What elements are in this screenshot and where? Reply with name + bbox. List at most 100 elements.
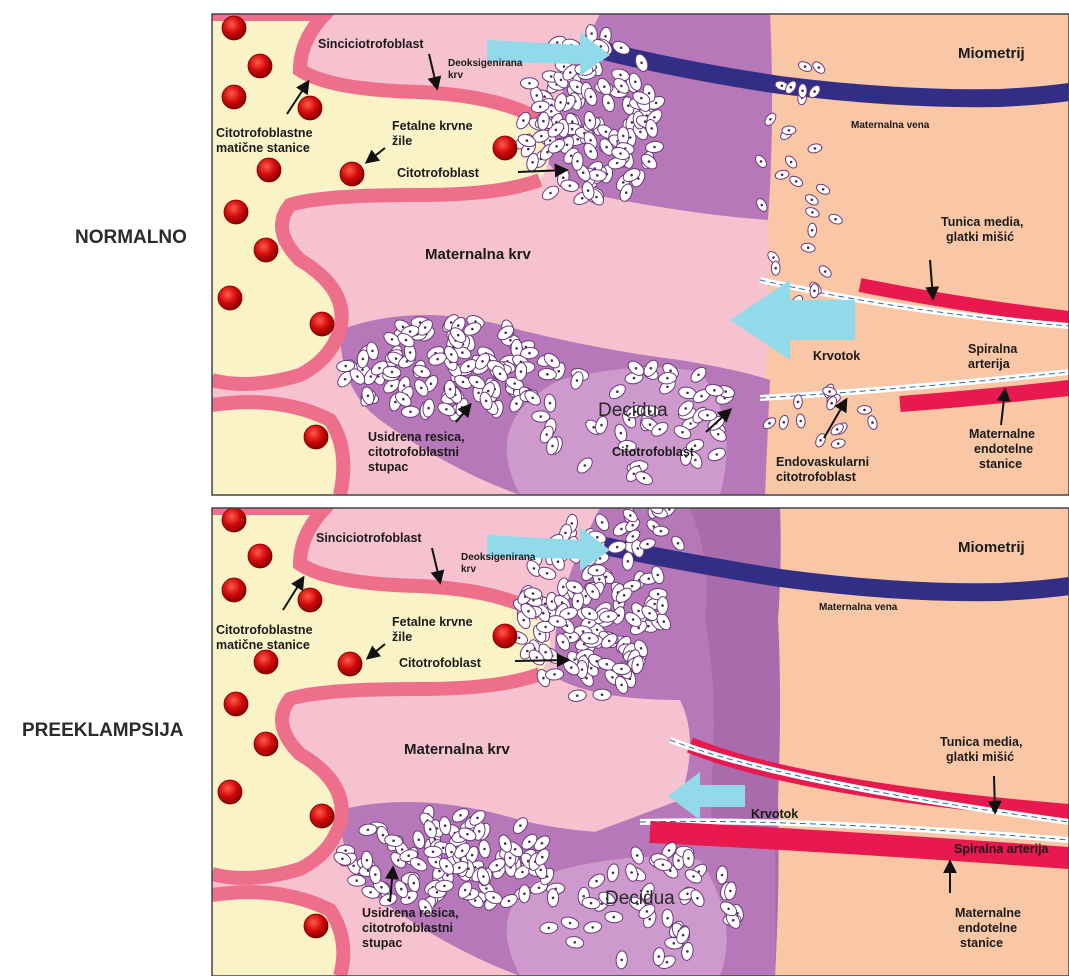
label-tunica-2: glatki mišić: [946, 230, 1014, 244]
cell-nucleus: [519, 824, 522, 827]
cell-nucleus: [461, 849, 464, 852]
cell-nucleus: [477, 392, 480, 395]
fetal-vessel: [493, 624, 517, 648]
cell-nucleus: [457, 324, 460, 327]
cell-nucleus: [632, 618, 635, 621]
label-maternalna-krv-2: Maternalna krv: [404, 741, 511, 758]
cell-nucleus: [361, 368, 364, 371]
cell-nucleus: [685, 407, 688, 410]
cell-nucleus: [774, 267, 777, 270]
cell-nucleus: [531, 397, 534, 400]
fetal-vessel: [222, 16, 246, 40]
cell-nucleus: [504, 842, 507, 845]
label-citotrofoblast-p2: Citotrofoblast: [399, 656, 482, 670]
panel-normal: [212, 14, 1069, 495]
cell-nucleus: [633, 473, 636, 476]
cell-nucleus: [790, 86, 793, 89]
cell-nucleus: [562, 176, 565, 179]
cell-nucleus: [650, 367, 653, 370]
cell-nucleus: [382, 834, 385, 837]
cell-nucleus: [539, 105, 542, 108]
cell-nucleus: [557, 560, 560, 563]
fetal-vessel: [222, 578, 246, 602]
fetal-vessel: [310, 312, 334, 336]
cell-nucleus: [581, 668, 584, 671]
label-maternalna-krv: Maternalna krv: [425, 246, 532, 263]
cell-nucleus: [400, 888, 403, 891]
cell-nucleus: [673, 942, 676, 945]
cell-nucleus: [601, 693, 604, 696]
cell-nucleus: [436, 358, 439, 361]
cell-nucleus: [620, 432, 623, 435]
cell-nucleus: [640, 647, 643, 650]
label-endotelne-1: Maternalne: [969, 427, 1035, 441]
cell-nucleus: [544, 626, 547, 629]
cell-nucleus: [576, 86, 579, 89]
cell-nucleus: [781, 85, 784, 88]
cell-nucleus: [604, 35, 607, 38]
cell-nucleus: [430, 382, 433, 385]
cell-nucleus: [550, 110, 553, 113]
cell-nucleus: [538, 886, 541, 889]
cell-nucleus: [663, 620, 666, 623]
cell-nucleus: [666, 377, 669, 380]
cell-nucleus: [407, 854, 410, 857]
cell-nucleus: [535, 656, 538, 659]
label-krvotok: Krvotok: [813, 349, 860, 363]
label-deoks-1: Deoksigenirana: [448, 58, 523, 69]
cell-nucleus: [402, 326, 405, 329]
cell-nucleus: [356, 375, 359, 378]
cell-nucleus: [352, 865, 355, 868]
cell-nucleus: [601, 521, 604, 524]
cell-nucleus: [804, 65, 807, 68]
cell-nucleus: [571, 120, 574, 123]
cell-nucleus: [570, 666, 573, 669]
label-spiralna-arterija-2: Spiralna arterija: [954, 842, 1050, 856]
cell-nucleus: [666, 386, 669, 389]
cell-nucleus: [378, 367, 381, 370]
cell-nucleus: [646, 910, 649, 913]
cell-nucleus: [370, 375, 373, 378]
cell-nucleus: [630, 174, 633, 177]
cell-nucleus: [822, 188, 825, 191]
cell-nucleus: [541, 856, 544, 859]
cell-nucleus: [682, 934, 685, 937]
cell-nucleus: [582, 171, 585, 174]
cell-nucleus: [558, 370, 561, 373]
cell-nucleus: [562, 641, 565, 644]
cell-nucleus: [636, 664, 639, 667]
cell-nucleus: [790, 161, 793, 164]
cell-nucleus: [570, 155, 573, 158]
cell-nucleus: [344, 365, 347, 368]
fetal-vessel: [298, 588, 322, 612]
cell-nucleus: [590, 902, 593, 905]
fetal-vessel: [248, 54, 272, 78]
cell-nucleus: [542, 677, 545, 680]
label-fetalne-2: žile: [392, 134, 412, 148]
label-citotrofoblastne-1: Citotrofoblastne: [216, 126, 313, 140]
cell-nucleus: [620, 959, 623, 962]
cell-nucleus: [546, 373, 549, 376]
fetal-vessel: [304, 425, 328, 449]
cell-nucleus: [461, 351, 464, 354]
cell-nucleus: [509, 339, 512, 342]
fetal-vessel: [254, 732, 278, 756]
cell-nucleus: [432, 851, 435, 854]
cell-nucleus: [442, 847, 445, 850]
cell-nucleus: [576, 694, 579, 697]
cell-nucleus: [582, 895, 585, 898]
label-endovask-2: citotrofoblast: [776, 470, 857, 484]
cell-nucleus: [571, 128, 574, 131]
cell-nucleus: [600, 45, 603, 48]
cell-nucleus: [871, 421, 874, 424]
cell-nucleus: [543, 95, 546, 98]
cell-nucleus: [485, 400, 488, 403]
cell-nucleus: [542, 612, 545, 615]
cell-nucleus: [573, 586, 576, 589]
cell-nucleus: [732, 919, 735, 922]
cell-nucleus: [657, 593, 660, 596]
cell-nucleus: [605, 130, 608, 133]
cell-nucleus: [521, 871, 524, 874]
cell-nucleus: [661, 604, 664, 607]
cell-nucleus: [697, 374, 700, 377]
